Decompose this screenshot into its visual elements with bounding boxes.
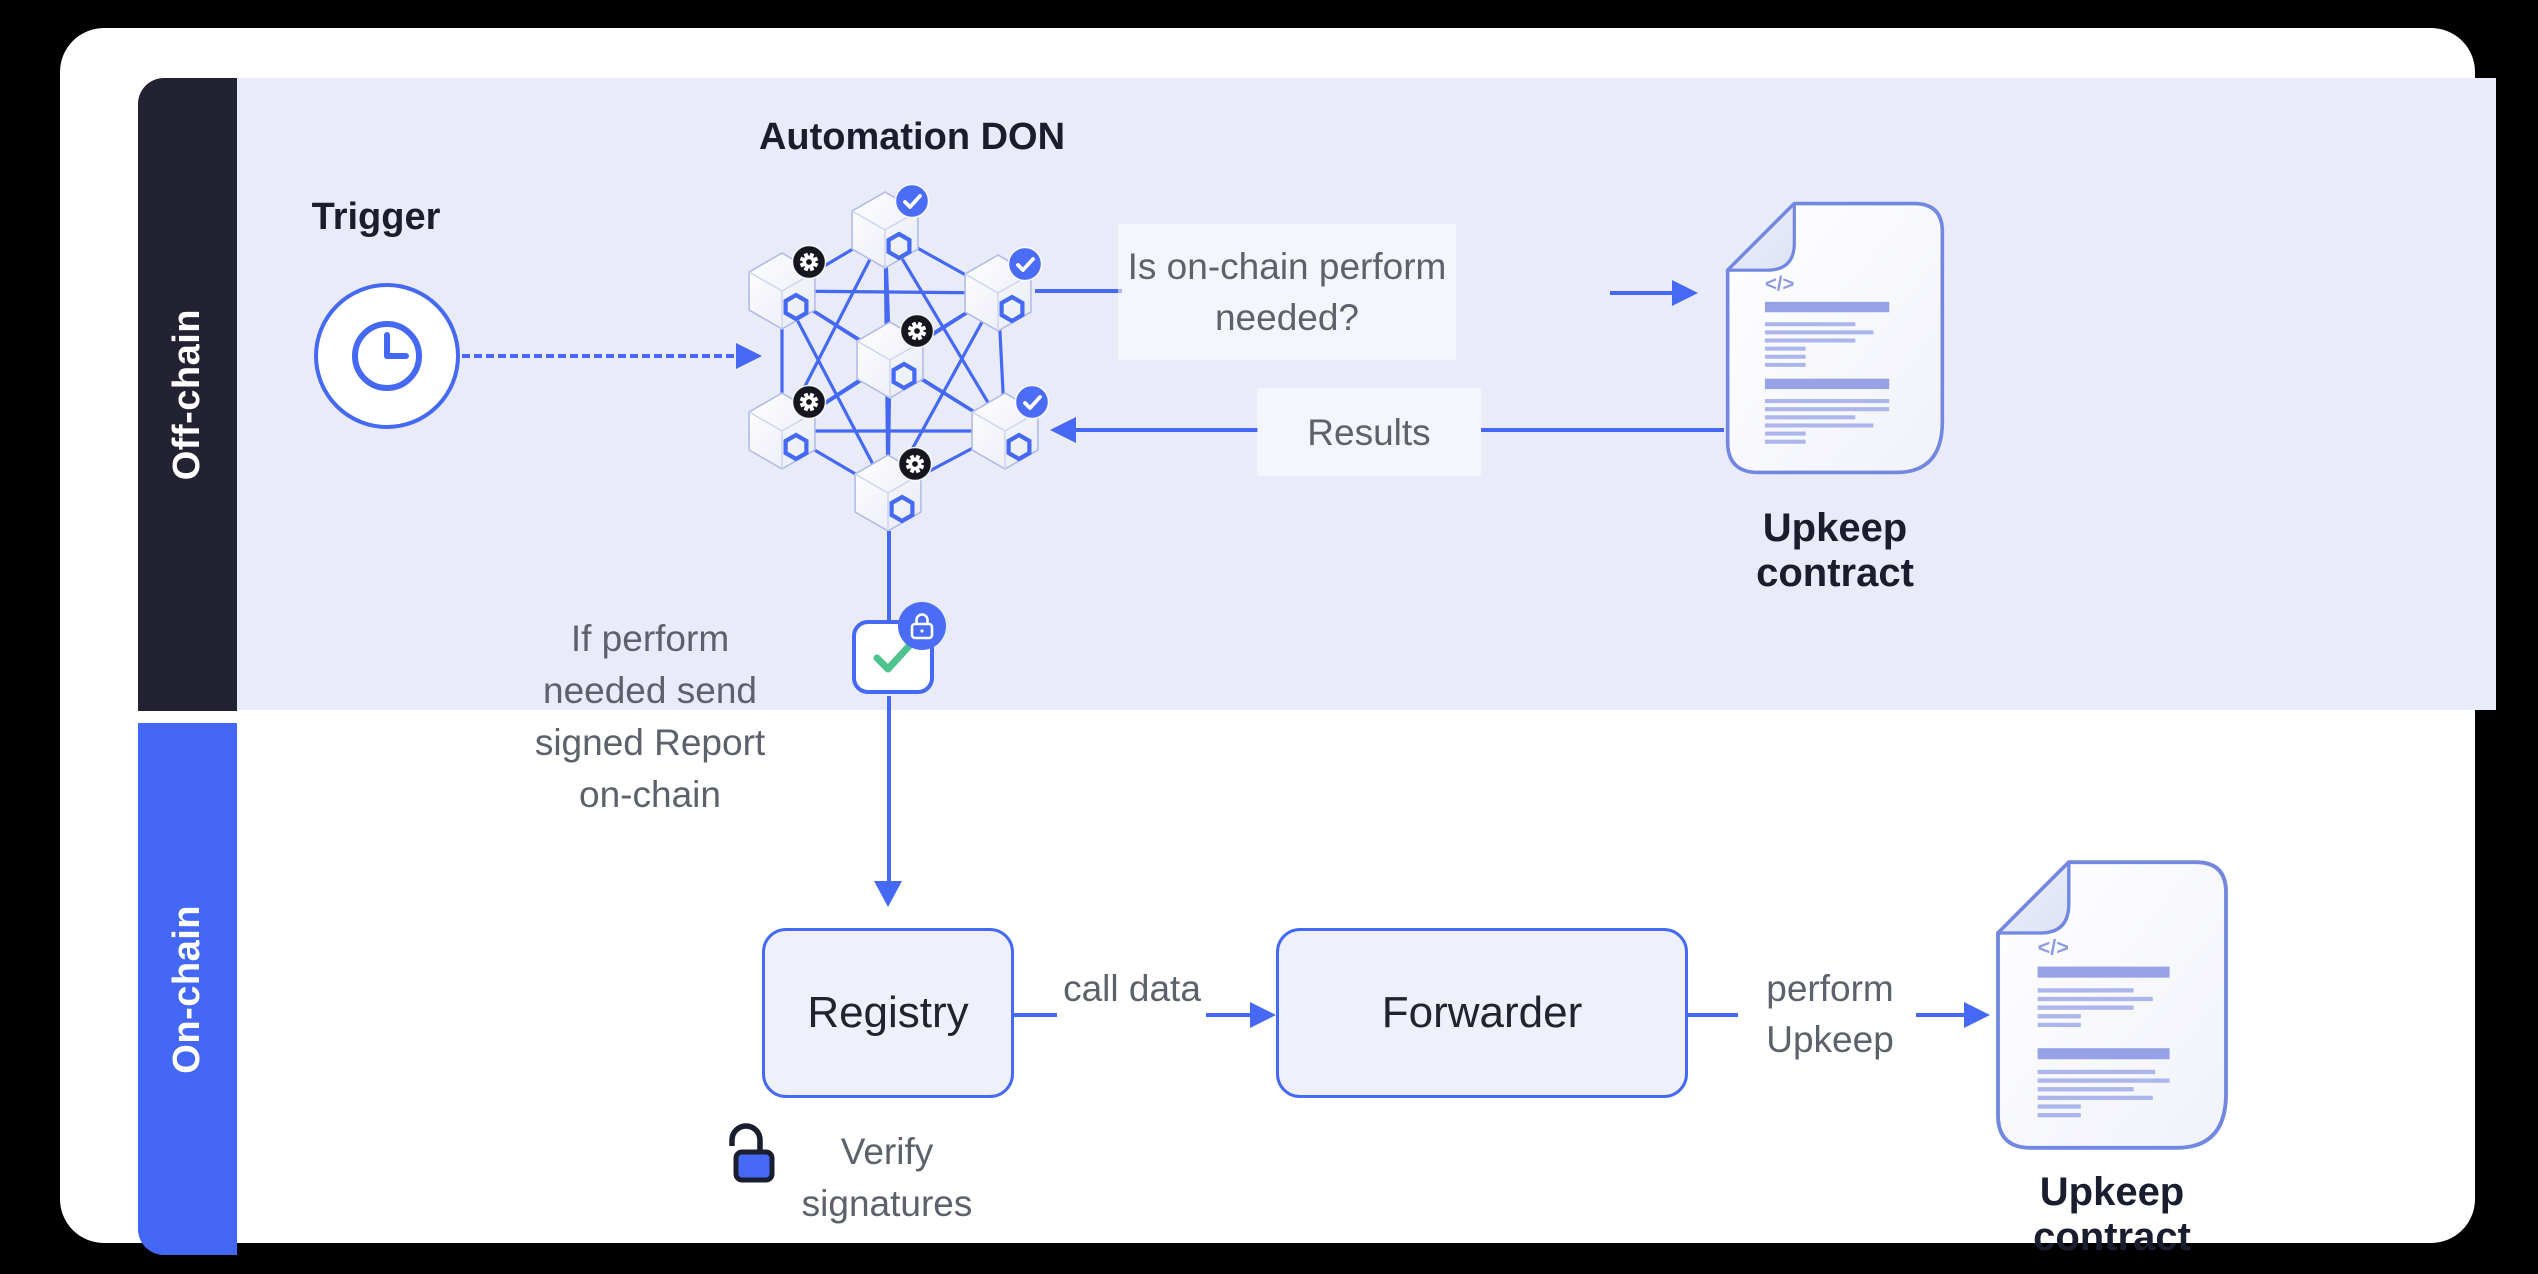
onchain-strip: On-chain <box>138 723 237 1255</box>
onchain-strip-label: On-chain <box>166 904 208 1074</box>
registry-label: Registry <box>807 988 969 1037</box>
chainlink-hexagon-icon <box>889 494 915 524</box>
don-down-line <box>887 531 891 621</box>
chainlink-hexagon-icon <box>886 231 912 261</box>
forwarder-box: Forwarder <box>1276 928 1688 1098</box>
trigger-arrowhead-icon <box>736 343 762 369</box>
clock-icon <box>352 321 422 391</box>
results-line-right <box>1481 428 1724 432</box>
chainlink-hexagon-icon <box>783 292 809 322</box>
signed-report-icon <box>852 620 934 694</box>
report-arrowhead-icon <box>874 881 902 907</box>
trigger-node <box>314 283 460 429</box>
perform-upkeep-label: perform Upkeep <box>1766 968 1894 1060</box>
don-network-graphic <box>748 183 1050 532</box>
upkeep-contract-icon-bottom: </> <box>1992 858 2232 1157</box>
lock-badge <box>898 602 946 650</box>
chainlink-hexagon-icon <box>783 432 809 462</box>
results-line-left <box>1074 428 1258 432</box>
results-arrowhead-icon <box>1050 417 1076 443</box>
trigger-to-don-dashed-line <box>462 354 734 358</box>
verify-signatures-label: Verify signatures <box>801 1131 973 1224</box>
question-label: Is on-chain perform needed? <box>1127 246 1447 338</box>
upkeep-contract-label-top: Upkeep contract <box>1756 506 1914 595</box>
call-data-label: call data <box>1063 968 1201 1009</box>
chainlink-hexagon-icon <box>891 361 917 391</box>
results-box: Results <box>1257 388 1481 476</box>
trigger-label: Trigger <box>311 196 441 238</box>
report-note-label: If perform needed send signed Report on-… <box>534 618 766 815</box>
automation-don-title: Automation DON <box>758 116 1066 158</box>
call-data-line <box>1206 1013 1250 1017</box>
svg-text:</>: </> <box>2038 935 2069 960</box>
offchain-strip: Off-chain <box>138 78 237 711</box>
unlock-icon <box>729 1123 775 1183</box>
forwarder-label: Forwarder <box>1381 988 1583 1037</box>
don-to-question-line <box>1035 289 1122 293</box>
perform-upkeep-line <box>1916 1013 1964 1017</box>
upkeep-contract-label-bottom: Upkeep contract <box>2033 1170 2191 1259</box>
check-badge-icon <box>1007 246 1043 282</box>
upkeep-contract-icon-top: </> <box>1722 200 1948 481</box>
perform-upkeep-arrowhead-icon <box>1964 1002 1990 1028</box>
chainlink-hexagon-icon <box>1006 432 1032 462</box>
svg-text:</>: </> <box>1765 274 1795 296</box>
forwarder-out-line <box>1688 1013 1738 1017</box>
check-badge-icon <box>1014 384 1050 420</box>
registry-box: Registry <box>762 928 1014 1098</box>
results-label: Results <box>1307 411 1431 453</box>
lock-icon <box>910 613 934 640</box>
check-badge-icon <box>894 183 930 219</box>
offchain-strip-label: Off-chain <box>166 308 208 481</box>
registry-out-line <box>1013 1013 1057 1017</box>
check-icon <box>873 641 914 673</box>
diagram-card: Off-chain On-chain Trigger Automation DO… <box>60 28 2496 1259</box>
question-box: Is on-chain perform needed? <box>1118 224 1456 360</box>
chainlink-hexagon-icon <box>999 294 1025 324</box>
report-down-line <box>887 696 891 881</box>
question-to-contract-line <box>1610 291 1672 295</box>
question-arrowhead-icon <box>1672 280 1698 306</box>
call-data-arrowhead-icon <box>1250 1002 1276 1028</box>
